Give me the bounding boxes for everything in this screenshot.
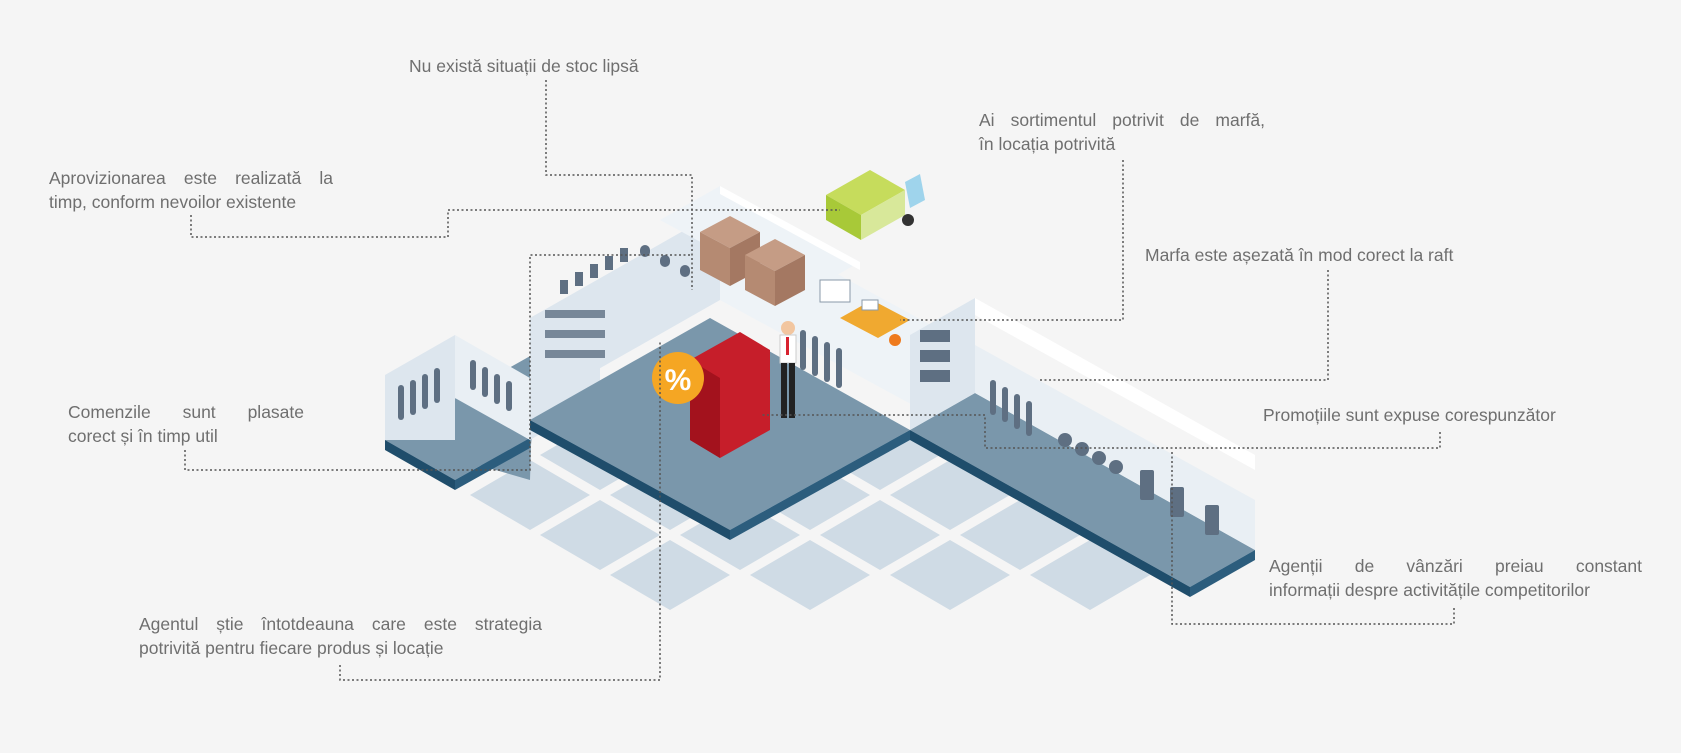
label-timely-supply: Aprovizionarea este realizată la timp, c… xyxy=(49,166,333,214)
right-aisle xyxy=(910,298,1255,597)
label-correct-shelving-line1: Marfa este așezată în mod corect la raft xyxy=(1145,245,1454,265)
label-right-assortment: Ai sortimentul potrivit de marfă, în loc… xyxy=(979,108,1265,156)
label-promotions-line1: Promoțiile sunt expuse corespunzător xyxy=(1263,405,1556,425)
delivery-truck xyxy=(826,170,925,240)
label-agent-strategy-line2: potrivită pentru fiecare produs și locaț… xyxy=(139,638,444,658)
promo-stand: % xyxy=(652,332,770,458)
sales-agent-figure xyxy=(779,321,797,418)
label-right-assortment-line2: în locația potrivită xyxy=(979,134,1116,154)
shelf-products xyxy=(398,245,1219,535)
stock-boxes xyxy=(700,216,805,306)
label-timely-supply-line2: timp, conform nevoilor existente xyxy=(49,192,297,212)
label-correct-orders: Comenzile sunt plasate corect și în timp… xyxy=(68,400,304,448)
office-desk xyxy=(819,279,910,346)
label-no-stockouts-line1: Nu există situații de stoc lipsă xyxy=(409,56,639,76)
leader-lines xyxy=(184,80,1455,681)
label-competitor-info-line1: Agenții de vânzări preiau constant xyxy=(1269,556,1642,576)
label-correct-shelving: Marfa este așezată în mod corect la raft xyxy=(1145,243,1453,267)
label-right-assortment-line1: Ai sortimentul potrivit de marfă, xyxy=(979,110,1265,130)
label-promotions: Promoțiile sunt expuse corespunzător xyxy=(1263,403,1556,427)
label-correct-orders-line1: Comenzile sunt plasate xyxy=(68,402,304,422)
label-agent-strategy: Agentul știe întotdeauna care este strat… xyxy=(139,612,542,660)
label-correct-orders-line2: corect și în timp util xyxy=(68,426,218,446)
label-timely-supply-line1: Aprovizionarea este realizată la xyxy=(49,168,333,188)
label-no-stockouts: Nu există situații de stoc lipsă xyxy=(409,54,639,78)
label-competitor-info-line2: informații despre activitățile competito… xyxy=(1269,580,1590,600)
promo-percent: % xyxy=(665,364,692,397)
label-competitor-info: Agenții de vânzări preiau constant infor… xyxy=(1269,554,1642,602)
label-agent-strategy-line1: Agentul știe întotdeauna care este strat… xyxy=(139,614,542,634)
